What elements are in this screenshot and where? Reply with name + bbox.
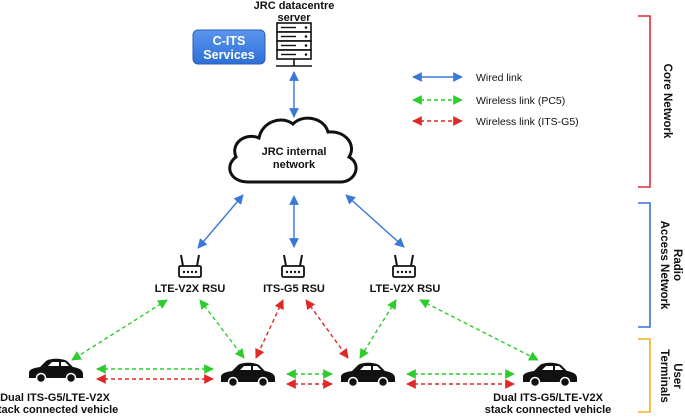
rsu-right-router-icon bbox=[392, 254, 416, 278]
vehicle-2-car-icon bbox=[220, 362, 276, 388]
services-label-line2: Services bbox=[203, 48, 254, 62]
legend: Wired link Wireless link (PC5) Wireless … bbox=[412, 72, 579, 128]
legend-itsg5-label: Wireless link (ITS-G5) bbox=[476, 116, 579, 128]
itsg5-link-rsu-mid-vehicle3 bbox=[305, 299, 349, 359]
radio-access-bracket bbox=[638, 202, 651, 328]
itsg5-link-rsu-mid-vehicle2 bbox=[255, 299, 284, 359]
legend-wired-label: Wired link bbox=[476, 72, 523, 84]
services-label-line1: C-ITS bbox=[213, 34, 246, 48]
cloud-label-line2: network bbox=[273, 159, 316, 171]
user-terminals-bracket bbox=[638, 338, 651, 413]
rsu-mid-router-icon bbox=[281, 254, 305, 278]
pc5-link-rsu-left-vehicle1 bbox=[71, 299, 168, 361]
user-terminals-label-line2: Terminals bbox=[658, 349, 670, 402]
rsu-left-router-icon bbox=[178, 254, 202, 278]
core-network-label: Core Network bbox=[661, 64, 673, 139]
datacentre-server-icon bbox=[276, 22, 312, 67]
vehicle-4-car-icon bbox=[522, 362, 578, 388]
vehicle-3-car-icon bbox=[340, 362, 396, 388]
radio-access-label-line2: Access Network bbox=[658, 221, 670, 310]
radio-access-label-line1: Radio bbox=[671, 249, 683, 281]
c-its-services-box: C-ITS Services bbox=[192, 29, 266, 65]
vehicle-left-label-line1: Dual ITS-G5/LTE-V2X bbox=[0, 392, 110, 404]
server-label-line1: JRC datacentre bbox=[254, 0, 335, 12]
cloud-label-line1: JRC internal bbox=[262, 146, 327, 158]
user-terminals-label-line1: User bbox=[671, 363, 683, 389]
vehicle-right-label-line1: Dual ITS-G5/LTE-V2X bbox=[493, 392, 603, 404]
wired-link-cloud-rsu-right bbox=[345, 194, 405, 248]
pc5-link-rsu-right-vehicle4 bbox=[419, 299, 539, 361]
rsu-left-label: LTE-V2X RSU bbox=[155, 283, 226, 295]
pc5-link-rsu-left-vehicle2 bbox=[199, 299, 245, 359]
vehicle-1-car-icon bbox=[28, 358, 84, 384]
wired-link-cloud-rsu-left bbox=[197, 194, 244, 249]
server-label-line2: server bbox=[277, 12, 311, 24]
cloud-icon: JRC internal network bbox=[228, 116, 358, 184]
core-network-bracket bbox=[638, 15, 651, 188]
vehicle-right-label-line2: stack connected vehicle bbox=[485, 404, 612, 416]
pc5-link-rsu-right-vehicle3 bbox=[359, 299, 397, 359]
legend-pc5-label: Wireless link (PC5) bbox=[476, 95, 565, 107]
rsu-mid-label: ITS-G5 RSU bbox=[263, 283, 325, 295]
vehicle-left-label-line2: stack connected vehicle bbox=[0, 404, 118, 416]
rsu-right-label: LTE-V2X RSU bbox=[370, 283, 441, 295]
